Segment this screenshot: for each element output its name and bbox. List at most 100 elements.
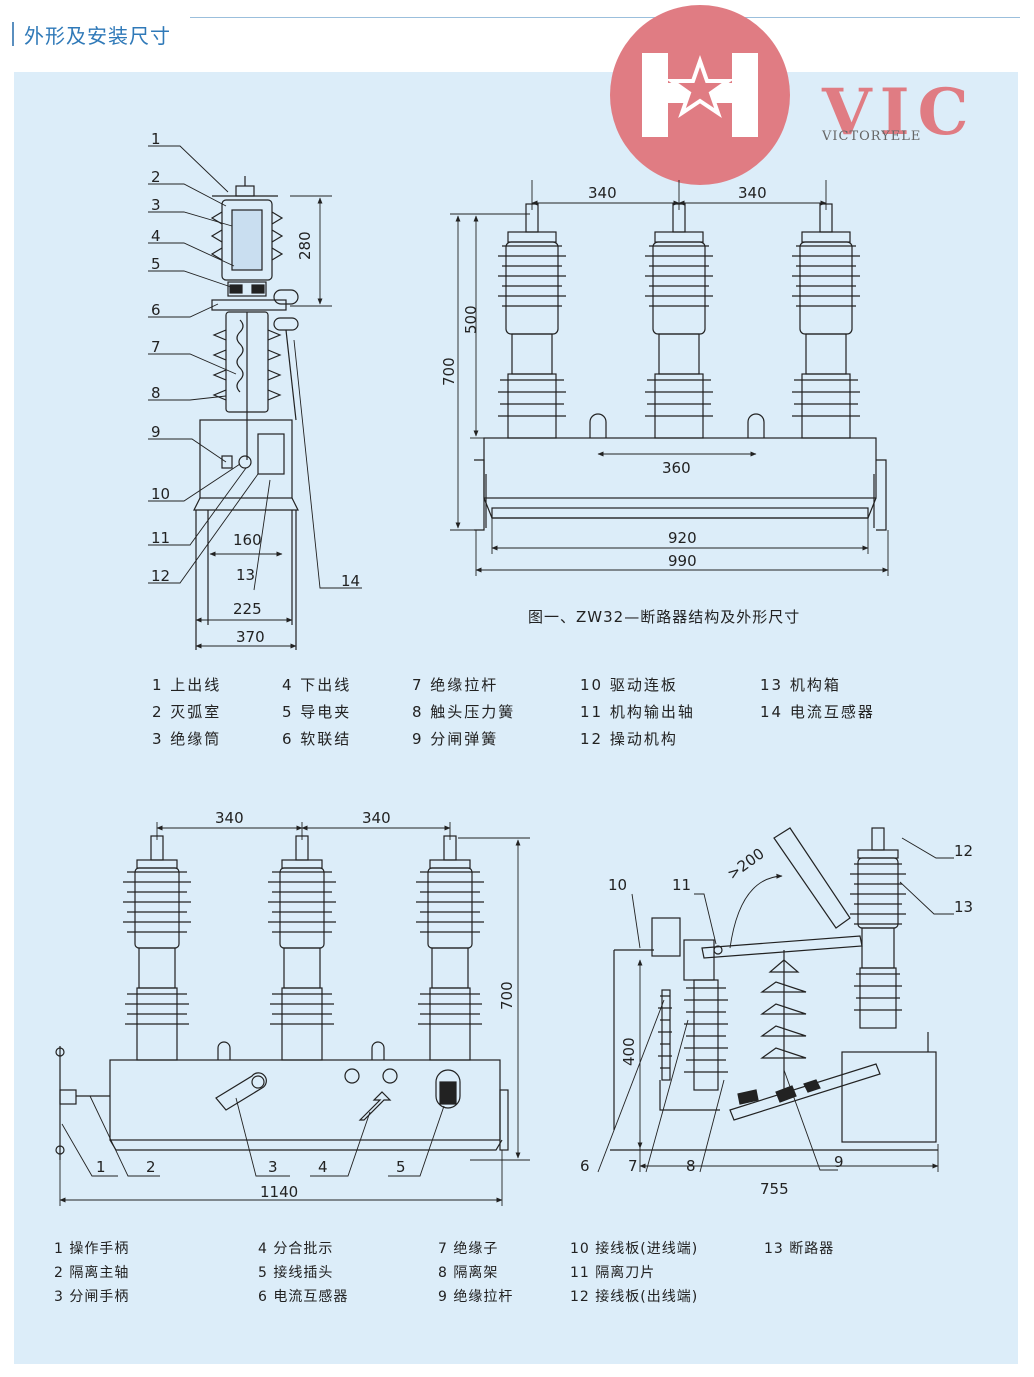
fig1-side-leaders xyxy=(148,145,362,591)
callout-10: 10 xyxy=(151,485,170,503)
legend2-item-4: 4 分合批示 xyxy=(258,1241,334,1257)
dim-340-right: 340 xyxy=(738,184,767,202)
legend2-item-1: 1 操作手柄 xyxy=(54,1241,130,1257)
legend2-item-13: 13 断路器 xyxy=(764,1241,835,1257)
fig3-side-view xyxy=(610,827,938,1151)
fig3-callout-9: 9 xyxy=(834,1153,844,1171)
fig1-side-view xyxy=(193,176,299,650)
fig2-pole-3 xyxy=(416,835,484,1061)
legend1-item-8: 8 触头压力簧 xyxy=(412,703,516,721)
legend1-item-10: 10 驱动连板 xyxy=(580,676,678,694)
section-title: 外形及安装尺寸 xyxy=(24,24,171,48)
fig2-callout-5: 5 xyxy=(396,1158,406,1176)
brand-logo: VIC VICTORYELE xyxy=(610,5,969,185)
fig2-dim-700: 700 xyxy=(498,981,516,1010)
legend2-item-7: 7 绝缘子 xyxy=(438,1241,499,1257)
fig2-labels: 340 340 700 1140 1 2 3 4 5 xyxy=(96,809,516,1201)
legend1-item-3: 3 绝缘筒 xyxy=(152,730,222,748)
fig3-callout-7: 7 xyxy=(628,1157,638,1175)
dim-370: 370 xyxy=(236,628,265,646)
legend2-item-8: 8 隔离架 xyxy=(438,1265,499,1281)
callout-1: 1 xyxy=(151,130,161,148)
fig2-pole-1 xyxy=(123,835,191,1061)
fig1-side-dims xyxy=(195,195,332,649)
legend1-item-6: 6 软联结 xyxy=(282,730,352,748)
fig3-dim-400: 400 xyxy=(620,1037,638,1066)
dim-280: 280 xyxy=(296,231,314,260)
header-rule xyxy=(190,17,1020,18)
dim-360: 360 xyxy=(662,459,691,477)
dim-920: 920 xyxy=(668,529,697,547)
fig2-dim-340-left: 340 xyxy=(215,809,244,827)
header-accent-bar xyxy=(12,22,14,46)
front-pole-3 xyxy=(792,203,860,439)
fig1-caption: 图一、ZW32—断路器结构及外形尺寸 xyxy=(528,608,801,626)
legend1-item-5: 5 导电夹 xyxy=(282,703,352,721)
dim-160: 160 xyxy=(233,531,262,549)
fig2-callout-1: 1 xyxy=(96,1158,106,1176)
legend2-item-3: 3 分闸手柄 xyxy=(54,1289,130,1305)
legend2-item-5: 5 接线插头 xyxy=(258,1265,334,1281)
fig3-dim-755: 755 xyxy=(760,1180,789,1198)
legend1-item-11: 11 机构输出轴 xyxy=(580,703,695,721)
dim-340-left: 340 xyxy=(588,184,617,202)
fig3-dim-200: >200 xyxy=(724,844,768,883)
fig2-pole-2 xyxy=(268,835,336,1061)
callout-8: 8 xyxy=(151,384,161,402)
fig1-front-dims xyxy=(450,180,889,576)
fig2-dim-340-right: 340 xyxy=(362,809,391,827)
fig1-front-dim-labels: 340 340 500 700 360 920 990 xyxy=(440,184,767,570)
fig3-callout-11: 11 xyxy=(672,876,691,894)
callout-13: 13 xyxy=(236,566,255,584)
fig3-callout-8: 8 xyxy=(686,1157,696,1175)
callout-4: 4 xyxy=(151,227,161,245)
callout-2: 2 xyxy=(151,168,161,186)
callout-6: 6 xyxy=(151,301,161,319)
fig3-callout-12: 12 xyxy=(954,842,973,860)
legend1-item-9: 9 分闸弹簧 xyxy=(412,730,499,748)
front-pole-2 xyxy=(645,203,713,439)
callout-5: 5 xyxy=(151,255,161,273)
legend2-item-6: 6 电流互感器 xyxy=(258,1289,349,1305)
legend2-item-12: 12 接线板(出线端) xyxy=(570,1289,699,1305)
fig3-callout-13: 13 xyxy=(954,898,973,916)
legend1-item-12: 12 操动机构 xyxy=(580,730,678,748)
legend1-item-7: 7 绝缘拉杆 xyxy=(412,676,499,694)
fig2-callout-2: 2 xyxy=(146,1158,156,1176)
legend2-item-9: 9 绝缘拉杆 xyxy=(438,1289,514,1305)
fig3-callout-6: 6 xyxy=(580,1157,590,1175)
callout-7: 7 xyxy=(151,338,161,356)
logo-brand-text: VIC xyxy=(822,75,977,150)
legend2-item-10: 10 接线板(进线端) xyxy=(570,1241,699,1257)
front-pole-1 xyxy=(498,203,566,439)
legend1-item-14: 14 电流互感器 xyxy=(760,703,875,721)
section-header: 外形及安装尺寸 xyxy=(0,0,1034,60)
callout-12: 12 xyxy=(151,567,170,585)
dim-990: 990 xyxy=(668,552,697,570)
callout-9: 9 xyxy=(151,423,161,441)
fig3-callout-10: 10 xyxy=(608,876,627,894)
fig2-front-view xyxy=(55,835,509,1160)
dim-500: 500 xyxy=(462,305,480,334)
fig2-callout-4: 4 xyxy=(318,1158,328,1176)
legend2-item-11: 11 隔离刀片 xyxy=(570,1265,656,1281)
fig3-leaders-dims xyxy=(597,837,954,1173)
dim-225: 225 xyxy=(233,600,262,618)
legend1-item-4: 4 下出线 xyxy=(282,676,352,694)
fig2-callout-3: 3 xyxy=(268,1158,278,1176)
fig1-side-callout-labels: 1 2 3 4 5 6 7 8 9 10 11 12 13 14 280 160… xyxy=(151,130,360,646)
callout-14: 14 xyxy=(341,572,360,590)
legend1-item-1: 1 上出线 xyxy=(152,676,222,694)
fig2-dim-1140: 1140 xyxy=(260,1183,298,1201)
dim-700: 700 xyxy=(440,357,458,386)
legend2-item-2: 2 隔离主轴 xyxy=(54,1265,130,1281)
logo-sub-text: VICTORYELE xyxy=(822,129,922,144)
logo-mark-icon xyxy=(642,53,758,137)
fig2-leaders-dims xyxy=(59,822,530,1206)
callout-3: 3 xyxy=(151,196,161,214)
fig1-front-view xyxy=(474,203,887,531)
legend1-item-2: 2 灭弧室 xyxy=(152,703,222,721)
callout-11: 11 xyxy=(151,529,170,547)
legend1-item-13: 13 机构箱 xyxy=(760,676,841,694)
